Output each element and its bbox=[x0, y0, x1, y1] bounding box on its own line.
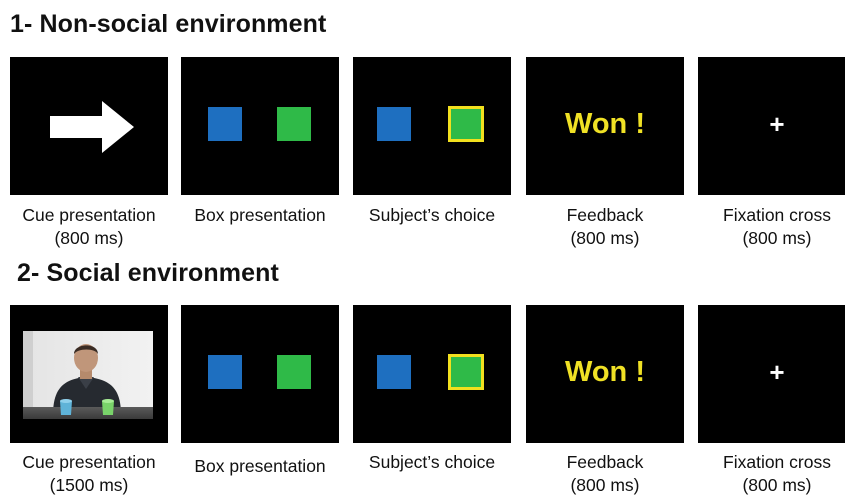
green-box-selected bbox=[448, 354, 484, 390]
feedback-text: Won ! bbox=[565, 356, 645, 388]
caption-line: Subject’s choice bbox=[368, 452, 496, 472]
blue-box bbox=[208, 355, 242, 389]
caption: Cue presentation (1500 ms) bbox=[1, 451, 177, 497]
caption-line: Fixation cross bbox=[723, 205, 831, 225]
feedback-panel: Won ! bbox=[526, 305, 684, 443]
fixation-panel: + bbox=[698, 57, 845, 195]
caption: Cue presentation (800 ms) bbox=[1, 204, 177, 250]
fixation-cross: + bbox=[769, 109, 785, 139]
section-title: 1- Non-social environment bbox=[10, 10, 327, 38]
green-box-selected bbox=[448, 106, 484, 142]
choice-panel bbox=[353, 305, 511, 443]
caption-duration: (800 ms) bbox=[742, 475, 812, 495]
feedback-text: Won ! bbox=[565, 108, 645, 140]
caption-line: Box presentation bbox=[194, 205, 326, 225]
video-photo bbox=[23, 331, 153, 419]
caption-duration: (800 ms) bbox=[742, 228, 812, 248]
box-panel bbox=[181, 57, 339, 195]
caption-duration: (800 ms) bbox=[570, 228, 640, 248]
caption-line: Fixation cross bbox=[723, 452, 831, 472]
caption-line: Feedback bbox=[566, 452, 644, 472]
caption-line: Cue presentation bbox=[22, 205, 156, 225]
arrow-icon bbox=[50, 101, 134, 153]
choice-panel bbox=[353, 57, 511, 195]
caption: Subject’s choice bbox=[344, 204, 520, 227]
feedback-panel: Won ! bbox=[526, 57, 684, 195]
section-title: 2- Social environment bbox=[17, 259, 279, 287]
blue-box bbox=[208, 107, 242, 141]
caption-duration: (800 ms) bbox=[54, 228, 124, 248]
fixation-cross: + bbox=[769, 357, 785, 387]
caption: Box presentation bbox=[172, 204, 348, 227]
blue-box bbox=[377, 107, 411, 141]
fixation-panel: + bbox=[698, 305, 845, 443]
caption-line: Cue presentation bbox=[22, 452, 156, 472]
caption: Subject’s choice bbox=[344, 451, 520, 474]
caption: Box presentation bbox=[172, 455, 348, 478]
caption-line: Feedback bbox=[566, 205, 644, 225]
blue-box bbox=[377, 355, 411, 389]
caption: Fixation cross (800 ms) bbox=[689, 451, 845, 497]
caption-duration: (1500 ms) bbox=[49, 475, 129, 495]
caption-line: Box presentation bbox=[194, 456, 326, 476]
green-box bbox=[277, 355, 311, 389]
caption-duration: (800 ms) bbox=[570, 475, 640, 495]
cue-panel bbox=[10, 305, 168, 443]
caption-line: Subject’s choice bbox=[368, 205, 496, 225]
cue-panel bbox=[10, 57, 168, 195]
box-panel bbox=[181, 305, 339, 443]
caption: Feedback (800 ms) bbox=[517, 451, 693, 497]
caption: Fixation cross (800 ms) bbox=[689, 204, 845, 250]
green-box bbox=[277, 107, 311, 141]
caption: Feedback (800 ms) bbox=[517, 204, 693, 250]
